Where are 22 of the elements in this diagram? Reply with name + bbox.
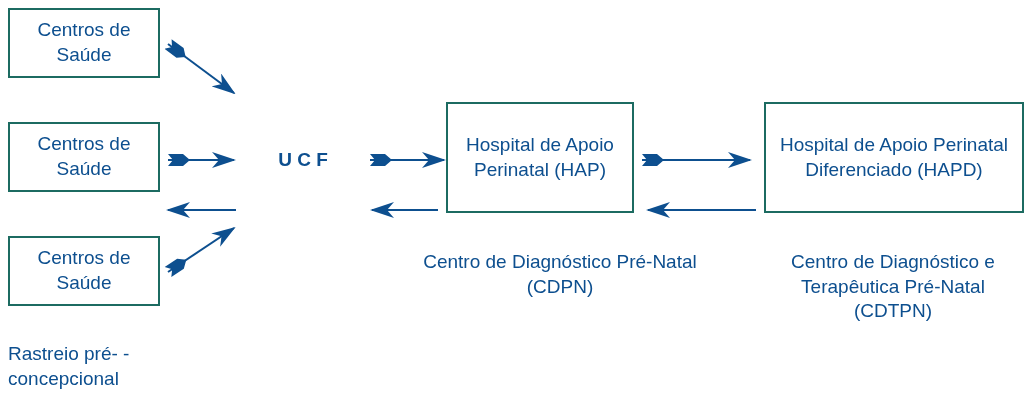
note-label: Rastreio pré- -concepcional: [8, 342, 131, 391]
arrow: [369, 152, 446, 168]
arrow: [164, 226, 236, 277]
arrow: [166, 202, 237, 218]
arrow: [164, 39, 236, 95]
node-caption: Centro de Diagnóstico e Terapêutica Pré-Natal (CDTPN): [790, 250, 996, 324]
facility-box: [446, 102, 634, 213]
arrow: [641, 152, 752, 168]
box-text: Centros de Saúde: [36, 246, 132, 295]
arrow: [167, 152, 236, 168]
box-text: Hospital de Apoio Perinatal (HAP): [465, 132, 615, 182]
facility-box: [8, 236, 160, 306]
arrow: [370, 202, 439, 218]
box-text: Centros de Saúde: [36, 18, 132, 67]
facility-box: [764, 102, 1024, 213]
facility-box: [8, 8, 160, 78]
facility-box: [8, 122, 160, 192]
box-text: Hospital de Apoio Perinatal Diferenciado (HAPD): [778, 132, 1010, 182]
box-text: Centros de Saúde: [36, 132, 132, 181]
arrow: [646, 202, 757, 218]
unit-label: U C F: [278, 147, 328, 172]
node-caption: Centro de Diagnóstico Pré-Natal (CDPN): [422, 250, 698, 299]
